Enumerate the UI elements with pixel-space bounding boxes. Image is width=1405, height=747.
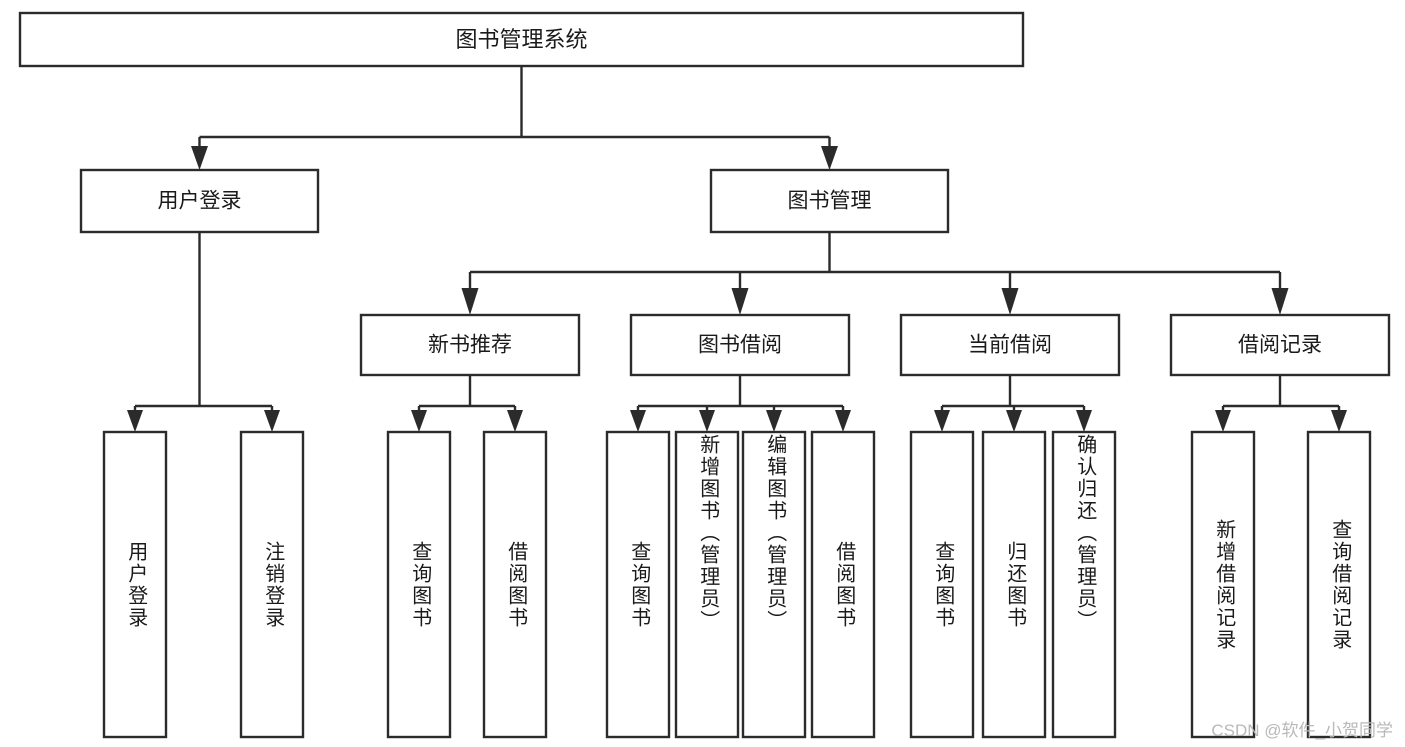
node-borrow-record-label: 借阅记录 [1238, 334, 1322, 357]
leaf-user-login-box[interactable] [102, 430, 168, 739]
arrow-cb-to-confirm-return [1076, 410, 1092, 432]
node-borrow-record[interactable]: 借阅记录 [1169, 313, 1391, 377]
arrow-bm-to-new-book-rec [461, 288, 479, 315]
arrow-br-to-add-record [1215, 410, 1231, 432]
node-current-borrow[interactable]: 当前借阅 [899, 313, 1121, 377]
leaf-query-book-3-box[interactable] [909, 430, 975, 739]
connector-group-new-book-rec [411, 375, 523, 432]
arrow-cb-to-query-book [934, 410, 950, 432]
arrow-bb-to-add-book [699, 410, 715, 432]
arrow-bm-to-book-borrow [731, 288, 749, 315]
connector-group-book-manage [461, 232, 1289, 315]
node-new-book-rec-box[interactable] [359, 313, 581, 377]
node-new-book-rec[interactable]: 新书推荐 [359, 313, 581, 377]
node-user-login-label: 用户登录 [158, 190, 242, 213]
node-root-box[interactable] [18, 11, 1025, 68]
leaf-borrow-book-2-box[interactable] [810, 430, 876, 739]
arrow-ul-to-logout-leaf [264, 410, 280, 432]
leaf-borrow-book-1-box[interactable] [482, 430, 548, 739]
leaf-add-book-box[interactable] [674, 430, 740, 739]
arrow-cb-to-return-book [1006, 410, 1022, 432]
node-book-borrow-box[interactable] [629, 313, 851, 377]
node-user-login-box[interactable] [79, 168, 320, 234]
arrow-bm-to-current-borrow [1001, 288, 1019, 315]
leaf-edit-book-box[interactable] [741, 430, 807, 739]
node-root-label: 图书管理系统 [455, 27, 587, 52]
node-borrow-record-box[interactable] [1169, 313, 1391, 377]
arrow-bb-to-borrow-book [835, 410, 851, 432]
arrow-bm-to-borrow-record [1271, 288, 1289, 315]
arrow-nbr-to-borrow-book [507, 410, 523, 432]
node-book-manage[interactable]: 图书管理 [709, 168, 950, 234]
connector-group-borrow-record [1215, 375, 1347, 432]
node-root[interactable]: 图书管理系统 [18, 11, 1025, 68]
leaf-query-book-2-box[interactable] [605, 430, 671, 739]
arrow-bb-to-query-book [630, 410, 646, 432]
arrow-nbr-to-query-book [411, 410, 427, 432]
node-book-manage-label: 图书管理 [788, 190, 872, 213]
arrow-bb-to-edit-book [766, 410, 782, 432]
connector-group-root [191, 66, 838, 170]
arrow-ul-to-user-login-leaf [127, 410, 143, 432]
node-book-borrow-label: 图书借阅 [698, 334, 782, 357]
node-book-borrow[interactable]: 图书借阅 [629, 313, 851, 377]
leaf-add-record-box[interactable] [1190, 430, 1256, 739]
arrow-root-to-book-manage [821, 146, 838, 170]
leaf-return-book-box[interactable] [981, 430, 1047, 739]
connector-group-book-borrow [630, 375, 851, 432]
node-current-borrow-box[interactable] [899, 313, 1121, 377]
leaf-logout-box[interactable] [239, 430, 305, 739]
connector-group-user-login [127, 232, 280, 432]
arrow-root-to-user-login [191, 146, 208, 170]
leaf-confirm-return-box[interactable] [1051, 430, 1117, 739]
node-current-borrow-label: 当前借阅 [968, 334, 1052, 357]
arrow-br-to-query-record [1331, 410, 1347, 432]
leaf-boxes [102, 430, 1372, 739]
leaf-query-record-box[interactable] [1306, 430, 1372, 739]
node-book-manage-box[interactable] [709, 168, 950, 234]
node-user-login[interactable]: 用户登录 [79, 168, 320, 234]
node-new-book-rec-label: 新书推荐 [428, 334, 512, 357]
leaf-query-book-1-box[interactable] [386, 430, 452, 739]
connector-group-current-borrow [934, 375, 1092, 432]
